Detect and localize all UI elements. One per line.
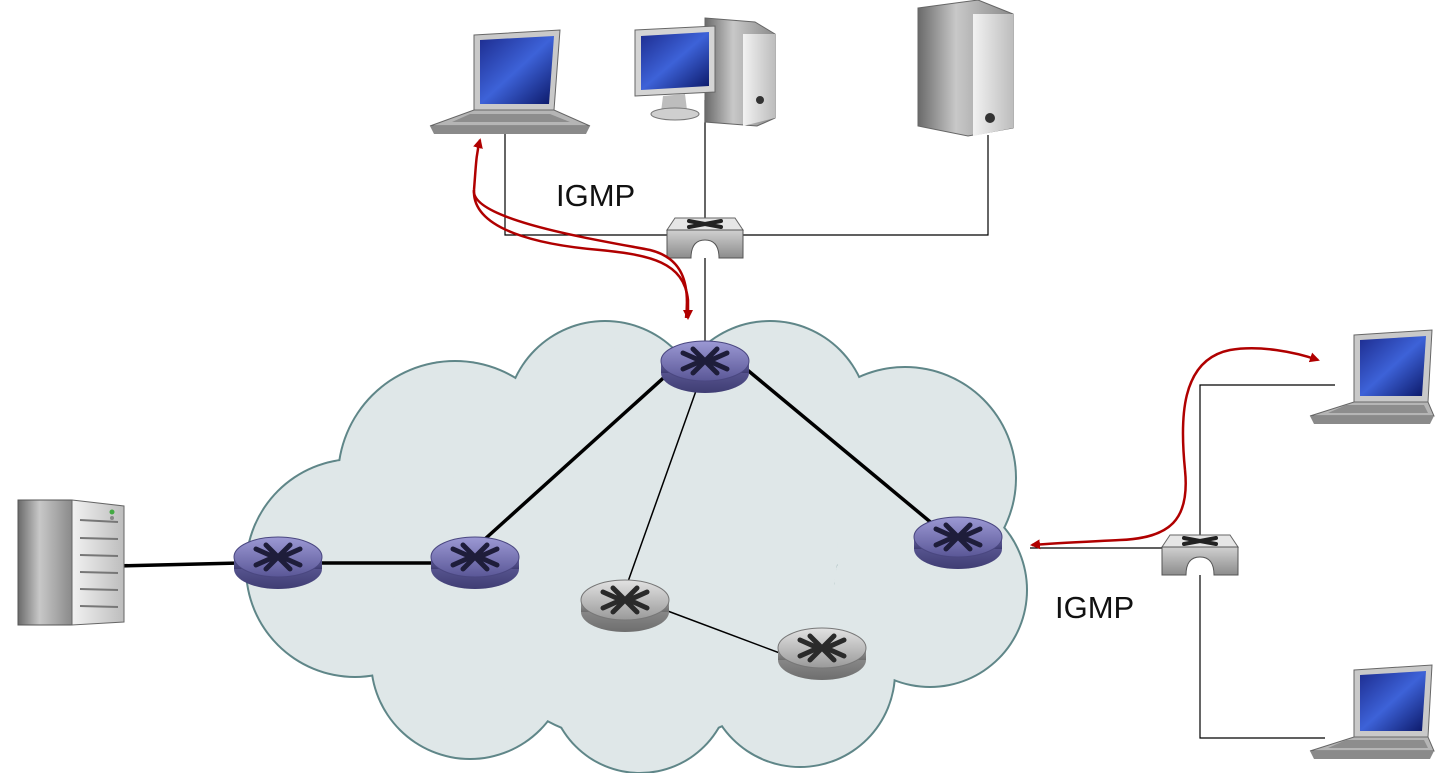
router-icon bbox=[777, 627, 867, 680]
laptop-icon bbox=[1309, 329, 1435, 424]
core-links bbox=[114, 366, 942, 656]
router-icon bbox=[660, 340, 750, 393]
router-icon bbox=[233, 536, 323, 589]
igmp-arrow-top bbox=[472, 138, 693, 320]
network-cloud bbox=[245, 320, 1028, 773]
right-lan-links bbox=[1030, 384, 1335, 739]
router-icon bbox=[430, 536, 520, 589]
switch-icon bbox=[666, 217, 744, 259]
igmp-label-top: IGMP bbox=[556, 178, 636, 213]
rack-server-icon bbox=[17, 499, 125, 626]
switch-icon bbox=[1161, 534, 1239, 576]
router-icon bbox=[580, 579, 670, 632]
router-icon bbox=[913, 516, 1003, 569]
laptop-icon bbox=[1309, 664, 1435, 759]
laptop-icon bbox=[429, 29, 591, 134]
desktop-computer-icon bbox=[634, 17, 776, 127]
server-tower-icon bbox=[917, 0, 1014, 137]
igmp-arrow-right bbox=[1030, 347, 1320, 550]
top-lan-links bbox=[504, 100, 989, 342]
igmp-label-right: IGMP bbox=[1055, 590, 1135, 625]
